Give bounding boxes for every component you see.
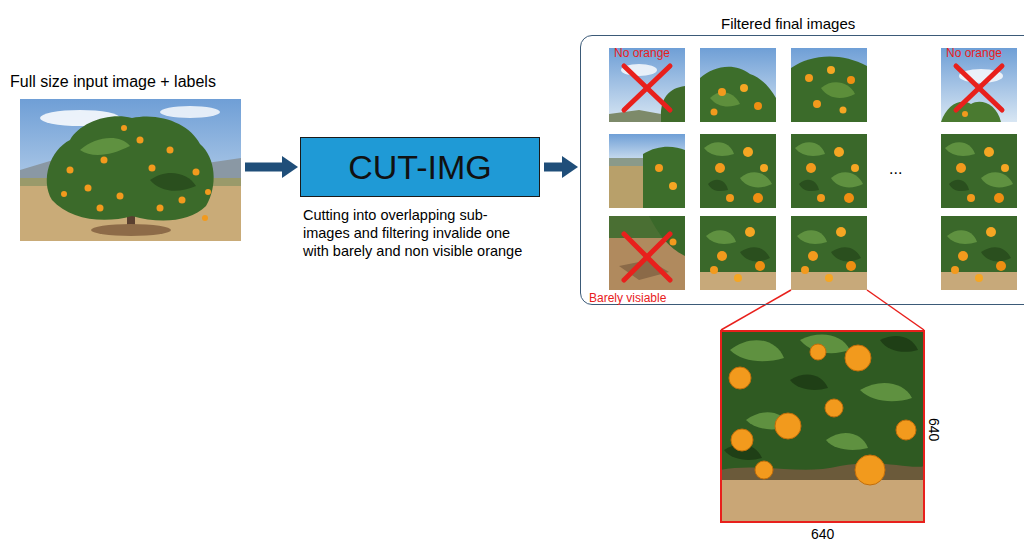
reject-reason: No orange — [614, 46, 670, 60]
reject-cross — [624, 66, 1002, 280]
flow-arrow — [544, 156, 578, 178]
input-photo — [20, 99, 241, 241]
panel-heading: Filtered final images — [721, 15, 855, 32]
flow-arrow — [245, 156, 298, 178]
process-description: Cutting into overlapping sub-images and … — [303, 206, 531, 260]
input-image-frame: Full size input image + labels — [20, 99, 241, 241]
zoomed-sub-image — [720, 330, 925, 523]
reject-reason: Barely visiable — [589, 291, 666, 305]
reject-reason: No orange — [946, 46, 1002, 60]
image-heading: Full size input image + labels — [10, 73, 216, 91]
ellipsis: ... — [889, 160, 902, 178]
dimension: 640 — [926, 418, 942, 441]
zoom-leader — [721, 290, 924, 330]
sub-image-tiles — [609, 48, 1017, 290]
dimension: 640 — [811, 526, 834, 542]
process-title: CUT-IMG — [301, 148, 539, 187]
process-box: CUT-IMGCutting into overlapping sub-imag… — [300, 137, 540, 197]
output-panel: Filtered final images — [580, 35, 1024, 305]
